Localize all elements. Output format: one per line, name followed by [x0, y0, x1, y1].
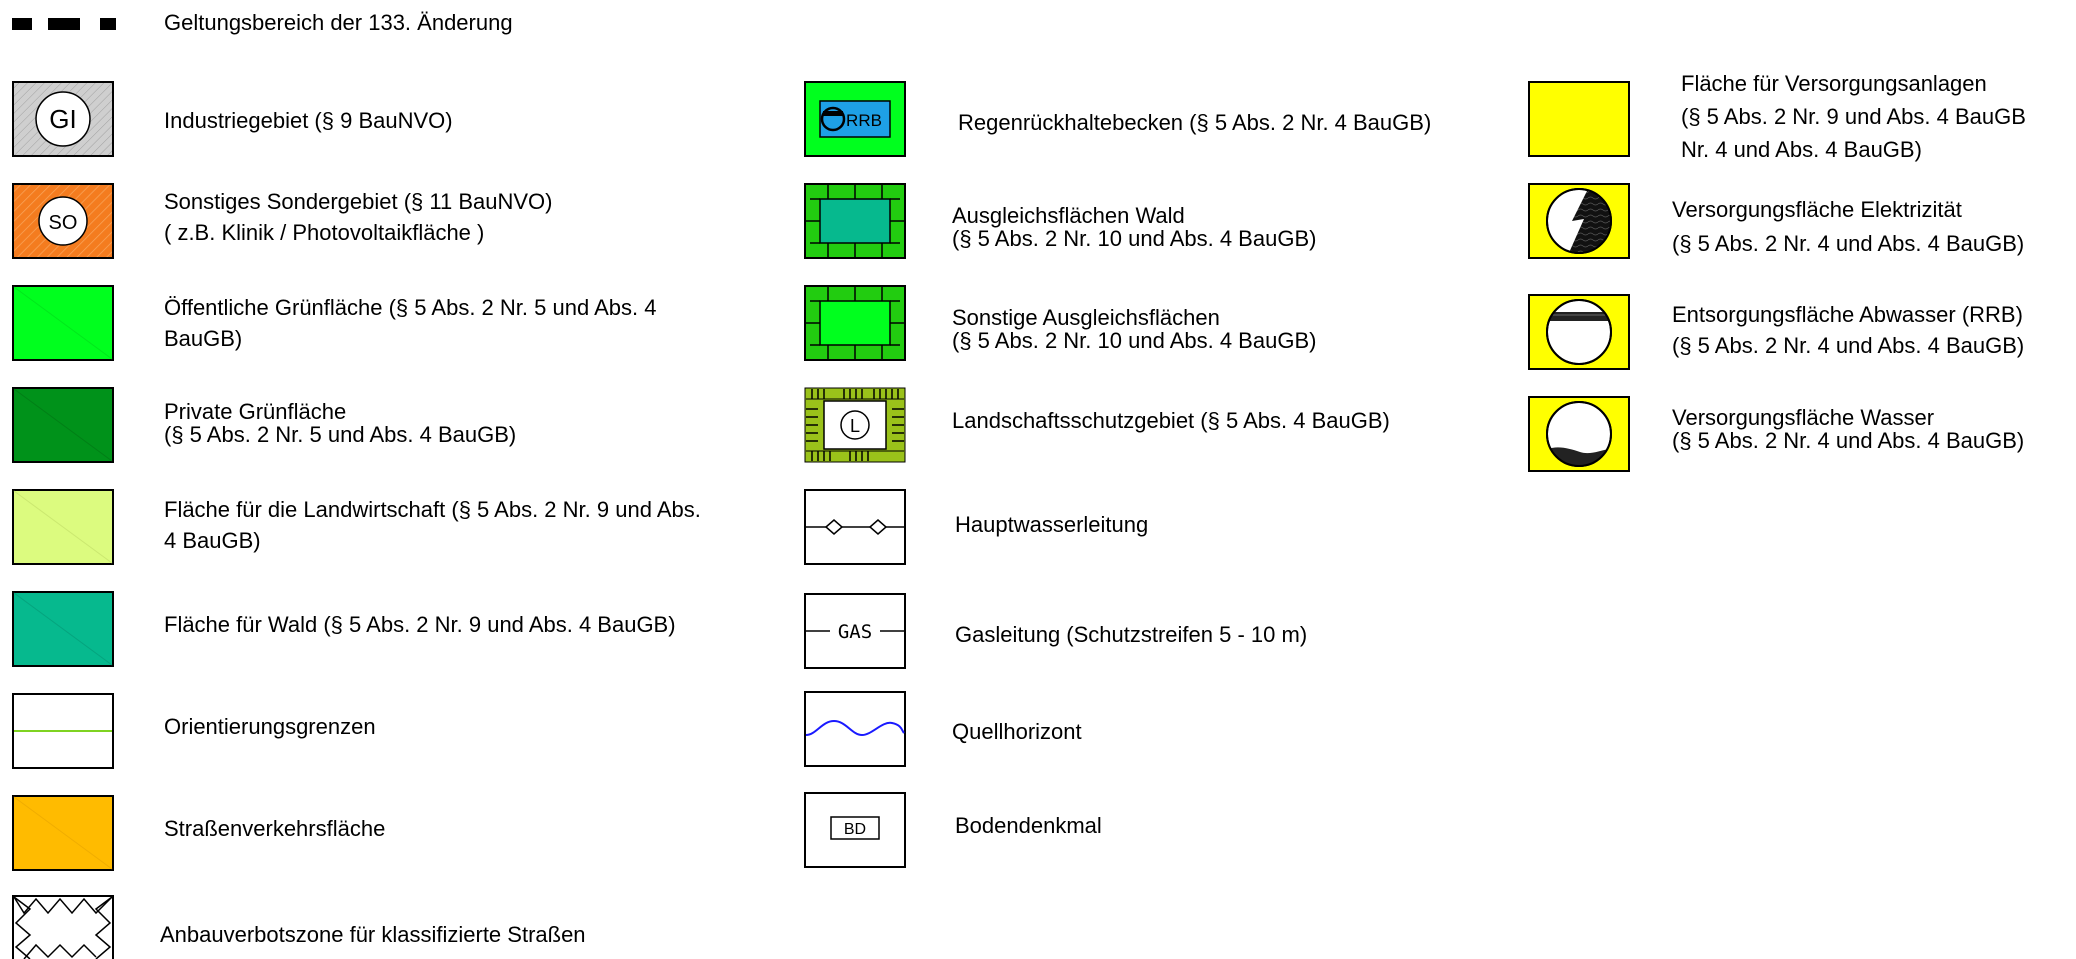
so-badge: SO — [49, 212, 78, 234]
retention-basin-label: Regenrückhaltebecken (§ 5 Abs. 2 Nr. 4 B… — [958, 110, 1432, 135]
industrial-label: Industriegebiet (§ 9 BauNVO) — [164, 108, 453, 133]
compensation-other-symbol — [804, 285, 906, 361]
agriculture-label: Fläche für die Landwirtschaft (§ 5 Abs. … — [164, 497, 701, 553]
supply-facility-symbol — [1528, 81, 1630, 157]
electricity-label: Versorgungsfläche Elektrizität (§ 5 Abs.… — [1672, 197, 2025, 256]
orientation-boundary-symbol — [12, 693, 114, 769]
no-build-zone-label: Anbauverbotszone für klassifizierte Stra… — [160, 922, 586, 947]
scope-dash — [100, 18, 116, 30]
scope-boundary-symbol — [12, 16, 116, 32]
compensation-forest-symbol — [804, 183, 906, 259]
landscape-badge: L — [850, 416, 860, 436]
special-area-label: Sonstiges Sondergebiet (§ 11 BauNVO) ( z… — [164, 189, 553, 245]
private-green-symbol — [12, 387, 114, 463]
no-build-zone-symbol — [12, 895, 114, 959]
sewage-label: Entsorgungsfläche Abwasser (RRB) (§ 5 Ab… — [1672, 302, 2025, 358]
rrb-badge: RRB — [846, 111, 882, 130]
sewage-symbol — [1528, 294, 1630, 370]
landscape-protection-symbol: L — [804, 387, 906, 463]
water-supply-symbol — [1528, 396, 1630, 472]
scope-dash — [12, 18, 32, 30]
water-supply-label: Versorgungsfläche Wasser (§ 5 Abs. 2 Nr.… — [1672, 405, 2025, 453]
gi-badge: GI — [49, 104, 76, 134]
water-main-symbol — [804, 489, 906, 565]
scope-label: Geltungsbereich der 133. Änderung — [164, 10, 513, 35]
road-traffic-symbol — [12, 795, 114, 871]
ground-monument-symbol: BD — [804, 792, 906, 868]
private-green-label: Private Grünfläche (§ 5 Abs. 2 Nr. 5 und… — [164, 399, 517, 447]
electricity-symbol — [1528, 183, 1630, 259]
forest-symbol — [12, 591, 114, 667]
gas-line-label: Gasleitung (Schutzstreifen 5 - 10 m) — [955, 622, 1308, 647]
orientation-boundary-label: Orientierungsgrenzen — [164, 714, 376, 739]
spring-horizon-symbol — [804, 691, 906, 767]
road-traffic-label: Straßenverkehrsfläche — [164, 816, 386, 841]
agriculture-symbol — [12, 489, 114, 565]
landscape-protection-label: Landschaftsschutzgebiet (§ 5 Abs. 4 BauG… — [952, 408, 1390, 433]
industrial-symbol: GI — [12, 81, 114, 157]
gas-badge: GAS — [838, 621, 872, 643]
gas-line-symbol: GAS — [804, 593, 906, 669]
spring-horizon-label: Quellhorizont — [952, 719, 1082, 744]
special-area-symbol: SO — [12, 183, 114, 259]
public-green-label: Öffentliche Grünfläche (§ 5 Abs. 2 Nr. 5… — [164, 295, 657, 351]
water-main-label: Hauptwasserleitung — [955, 512, 1149, 537]
public-green-symbol — [12, 285, 114, 361]
supply-facility-label: Fläche für Versorgungsanlagen (§ 5 Abs. … — [1681, 71, 2026, 162]
scope-dash — [48, 18, 80, 30]
retention-basin-symbol: RRB — [804, 81, 906, 157]
bd-badge: BD — [844, 821, 866, 838]
compensation-other-label: Sonstige Ausgleichsflächen (§ 5 Abs. 2 N… — [952, 305, 1317, 353]
forest-label: Fläche für Wald (§ 5 Abs. 2 Nr. 9 und Ab… — [164, 612, 676, 637]
compensation-forest-label: Ausgleichsflächen Wald (§ 5 Abs. 2 Nr. 1… — [952, 203, 1317, 251]
ground-monument-label: Bodendenkmal — [955, 813, 1102, 838]
